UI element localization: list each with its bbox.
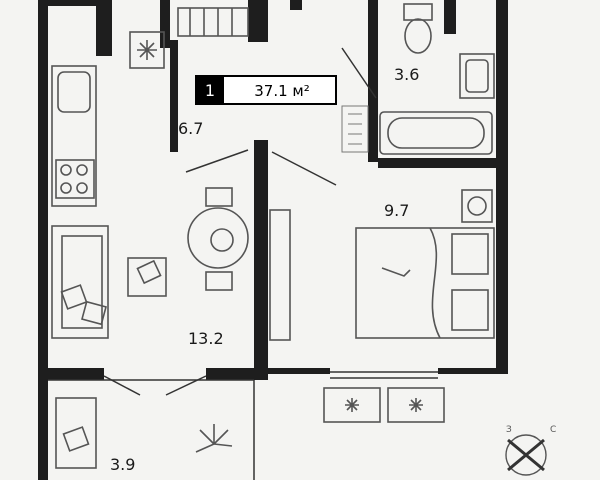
bed [355, 227, 495, 339]
plant-icon [195, 424, 233, 453]
balcony-chair [55, 397, 97, 469]
bath-top-block [444, 0, 456, 34]
compass-ring [505, 434, 547, 476]
outer-right-wall [496, 0, 508, 370]
stove-burner [76, 182, 88, 194]
dining-table [187, 207, 249, 269]
sofa-pillow [60, 284, 88, 310]
stove-burner [60, 182, 72, 194]
top-wall-block [248, 0, 268, 42]
window-lines [48, 371, 438, 480]
bottom-wall-bedroom-b [438, 368, 508, 374]
bed-blanket-mark [381, 267, 411, 277]
kitchen-sink [57, 71, 91, 113]
dining-table-center [210, 228, 234, 252]
hall-wall [170, 40, 178, 152]
area-summary-badge: 1 37.1 м² [195, 75, 337, 105]
room-count: 1 [205, 81, 215, 100]
wardrobe [177, 7, 249, 37]
top-wall-mid [160, 0, 170, 48]
door-swings [103, 47, 377, 396]
room-label-bath: 3.6 [394, 65, 419, 84]
washing-machine-door [467, 196, 487, 216]
washbasin-bowl [465, 59, 489, 93]
furniture [51, 3, 495, 469]
bottom-wall-left [48, 368, 104, 380]
room-label-living: 13.2 [188, 329, 224, 348]
kitchen-counter [51, 65, 97, 207]
bed-pillow [451, 233, 489, 275]
dresser-fan-icon [409, 398, 423, 412]
compass-letter-right: С [550, 425, 556, 435]
sofa [51, 225, 109, 339]
bath-bottom-wall [378, 158, 498, 168]
bath-left-wall-low [368, 92, 378, 162]
washbasin [459, 53, 495, 99]
dresser-right [387, 387, 445, 423]
outer-left-wall [38, 0, 48, 480]
door-swing-bath [341, 47, 377, 99]
door-swing-hall [185, 149, 249, 173]
compass-letter-left: З [506, 425, 512, 435]
dining-chair [205, 187, 233, 207]
coffee-table [127, 257, 167, 297]
sofa-seat [61, 235, 103, 329]
pillar-top [96, 0, 112, 56]
washing-machine [461, 189, 493, 223]
bed-blanket-fold [429, 227, 441, 339]
stove [55, 159, 95, 199]
bathtub-inner [387, 117, 485, 149]
bath-tile-area [341, 105, 369, 153]
badge-count-box [196, 76, 224, 104]
balcony-chair-pillow [62, 426, 90, 452]
bottom-wall-mid [206, 368, 268, 380]
compass: З С [505, 425, 556, 476]
top-wall-left [38, 0, 108, 6]
bottom-wall-bedroom-a [268, 368, 330, 374]
dining-chair [205, 271, 233, 291]
central-partition [254, 140, 268, 380]
door-swing-balcony-right [165, 375, 207, 396]
boiler [129, 31, 165, 69]
room-label-balcony: 3.9 [110, 455, 135, 474]
toilet-bowl [404, 18, 432, 54]
bedroom-wardrobe [269, 209, 291, 341]
tile-box [341, 105, 369, 153]
room-label-hall: 6.7 [178, 119, 203, 138]
stove-burner [60, 164, 72, 176]
total-area: 37.1 м² [254, 82, 310, 100]
sofa-pillow [81, 300, 107, 326]
top-wall-small [290, 0, 302, 10]
bathtub [379, 111, 493, 155]
stove-burner [76, 164, 88, 176]
bath-left-wall-top [368, 0, 378, 92]
bed-pillow [451, 289, 489, 331]
door-swing-bedroom [271, 151, 337, 186]
door-swing-balcony-left [103, 375, 141, 396]
compass-arrows [507, 438, 545, 472]
dresser-fan-icon [345, 398, 359, 412]
coffee-table-item [136, 259, 162, 285]
dresser-left [323, 387, 381, 423]
boiler-fan-icon [137, 40, 157, 60]
room-label-bedroom: 9.7 [384, 201, 409, 220]
walls [38, 0, 508, 480]
toilet-tank [403, 3, 433, 21]
